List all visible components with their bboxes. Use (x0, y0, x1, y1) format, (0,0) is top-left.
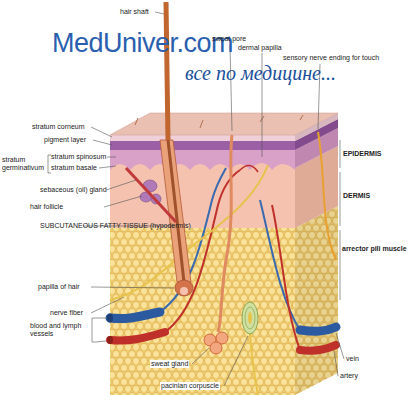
leader-lines (91, 297, 124, 313)
watermark: MedUniver.com (52, 28, 233, 58)
part-label: artery (340, 372, 358, 380)
blood-vessels (107, 314, 113, 323)
part-label: hair shaft (120, 8, 149, 16)
skin-front-face (110, 163, 295, 228)
part-label: dermal papilla (238, 44, 282, 52)
skin-side-face (295, 113, 338, 395)
leader-lines (155, 12, 164, 14)
leader-lines (336, 333, 344, 359)
layer-label: stratum germinativum (2, 156, 47, 172)
part-label: sensory nerve ending for touch (283, 54, 379, 62)
skin-front-face (110, 135, 295, 395)
leader-lines (48, 12, 344, 386)
sweat-gland (210, 342, 222, 354)
leader-lines (48, 155, 51, 173)
leader-lines (224, 336, 248, 386)
skin-front-face (110, 228, 295, 395)
leader-lines (92, 318, 96, 342)
leader-lines (91, 127, 112, 137)
hair-follicle (175, 280, 193, 296)
arrector-pili-muscle (126, 168, 176, 222)
skin-top-face (110, 113, 338, 135)
blood-vessels (260, 200, 300, 330)
pacinian-corpuscle (248, 312, 252, 324)
hair-follicle (166, 2, 168, 140)
leader-lines (340, 172, 341, 226)
nerves (318, 132, 336, 260)
watermark: все по медицине... (185, 62, 336, 84)
layer-label: pigment layer (44, 136, 86, 144)
pacinian-corpuscle (245, 307, 255, 329)
part-label: hair follicle (30, 203, 63, 211)
blood-vessels (300, 345, 336, 351)
arrector-pili-muscle (126, 168, 176, 222)
leader-lines (91, 287, 174, 288)
skin-top-face (110, 113, 338, 135)
blood-vessels (110, 332, 165, 341)
leader-lines (340, 230, 341, 300)
hair-follicle (180, 287, 188, 295)
part-label: sweat gland (150, 360, 189, 368)
skin-top-face (135, 115, 303, 128)
leader-lines (192, 348, 209, 364)
layer-label: EPIDERMIS (343, 150, 382, 158)
blood-vessels (240, 165, 258, 172)
part-label: blood and lymph vessels (30, 322, 88, 338)
leader-lines (99, 166, 116, 168)
part-label: pacinian corpuscle (160, 382, 220, 390)
nerves (250, 334, 258, 395)
leader-lines (96, 341, 106, 342)
pacinian-corpuscle (242, 302, 258, 334)
leader-lines (334, 351, 338, 376)
skin-side-face (295, 113, 338, 395)
hair-follicle (168, 140, 184, 282)
layer-label: stratum basale (51, 164, 97, 172)
sweat-gland (218, 135, 232, 332)
skin-front-face (110, 141, 295, 150)
part-label: vein (346, 355, 359, 363)
leader-lines (93, 140, 112, 145)
sweat-gland (204, 135, 232, 354)
leader-lines (107, 157, 116, 158)
part-label: sebaceous (oil) gland (40, 186, 107, 194)
nerves (110, 132, 336, 395)
leader-lines (104, 196, 142, 207)
layer-label: arrector pili muscle (342, 245, 408, 253)
leader-lines (96, 318, 106, 319)
blood-vessels (300, 327, 336, 331)
blood-vessels (110, 312, 160, 319)
blood-vessels (107, 336, 113, 344)
layer-label: stratum corneum (32, 123, 85, 131)
layer-label: DERMIS (343, 192, 370, 200)
leader-lines (340, 140, 341, 168)
part-label: sweat pore (212, 35, 246, 43)
layer-label: stratum spinosum (51, 153, 106, 161)
skin-front-face (110, 135, 295, 141)
pacinian-corpuscle (242, 302, 258, 334)
part-label: SUBCUTANEOUS FATTY TISSUE (hypodermis) (40, 222, 191, 230)
part-label: nerve fiber (50, 309, 83, 317)
blood-vessels (272, 205, 300, 350)
blood-vessels (107, 165, 336, 350)
part-label: papilla of hair (38, 283, 80, 291)
leader-lines (106, 180, 136, 190)
